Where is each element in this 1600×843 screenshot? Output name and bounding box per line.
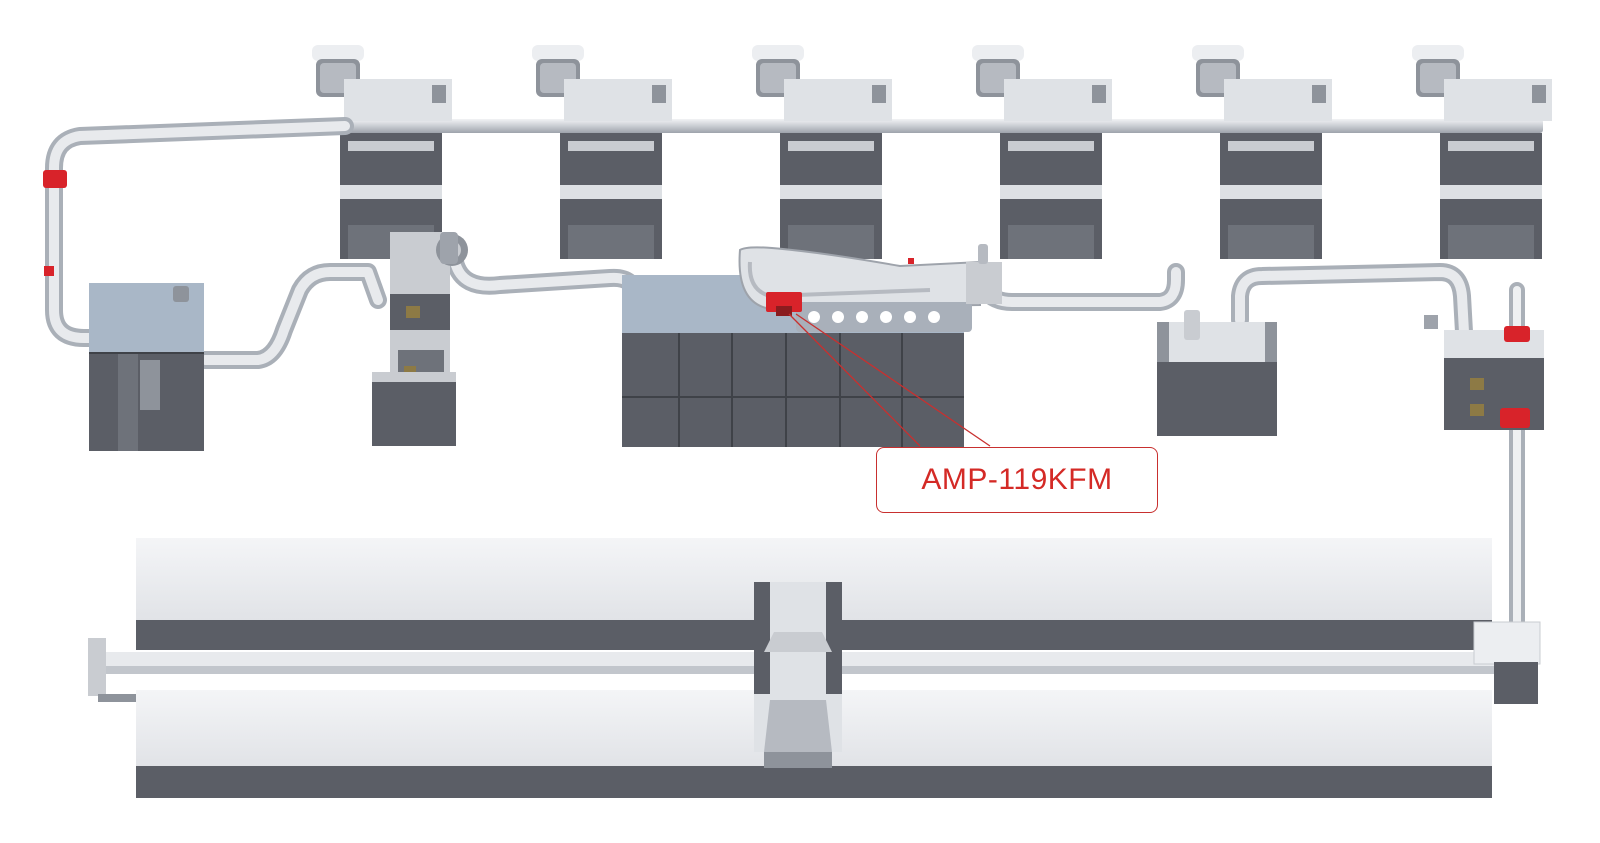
callout-leader-lines <box>788 313 991 447</box>
component-label: AMP-119KFM <box>921 463 1113 496</box>
line-end-block <box>1473 621 1541 665</box>
spinning-machine-3 <box>752 45 892 259</box>
spinning-machine-1 <box>312 45 452 259</box>
central-card-machine <box>622 244 1002 447</box>
spinning-machine-2 <box>532 45 672 259</box>
spinning-machine-4 <box>972 45 1112 259</box>
spinning-machine-5 <box>1192 45 1332 259</box>
feeding-unit-left <box>89 283 204 451</box>
transport-line <box>88 538 1541 798</box>
top-rail <box>345 119 1543 133</box>
component-callout: AMP-119KFM <box>876 447 1158 513</box>
collector-box <box>1157 310 1277 436</box>
spinning-machine-6 <box>1412 45 1552 259</box>
amp-119kfm-component <box>766 292 802 312</box>
red-coupling-left <box>43 170 67 188</box>
spinning-machine-row <box>312 45 1552 259</box>
opener-unit <box>372 232 468 446</box>
condenser-unit <box>1424 315 1544 430</box>
